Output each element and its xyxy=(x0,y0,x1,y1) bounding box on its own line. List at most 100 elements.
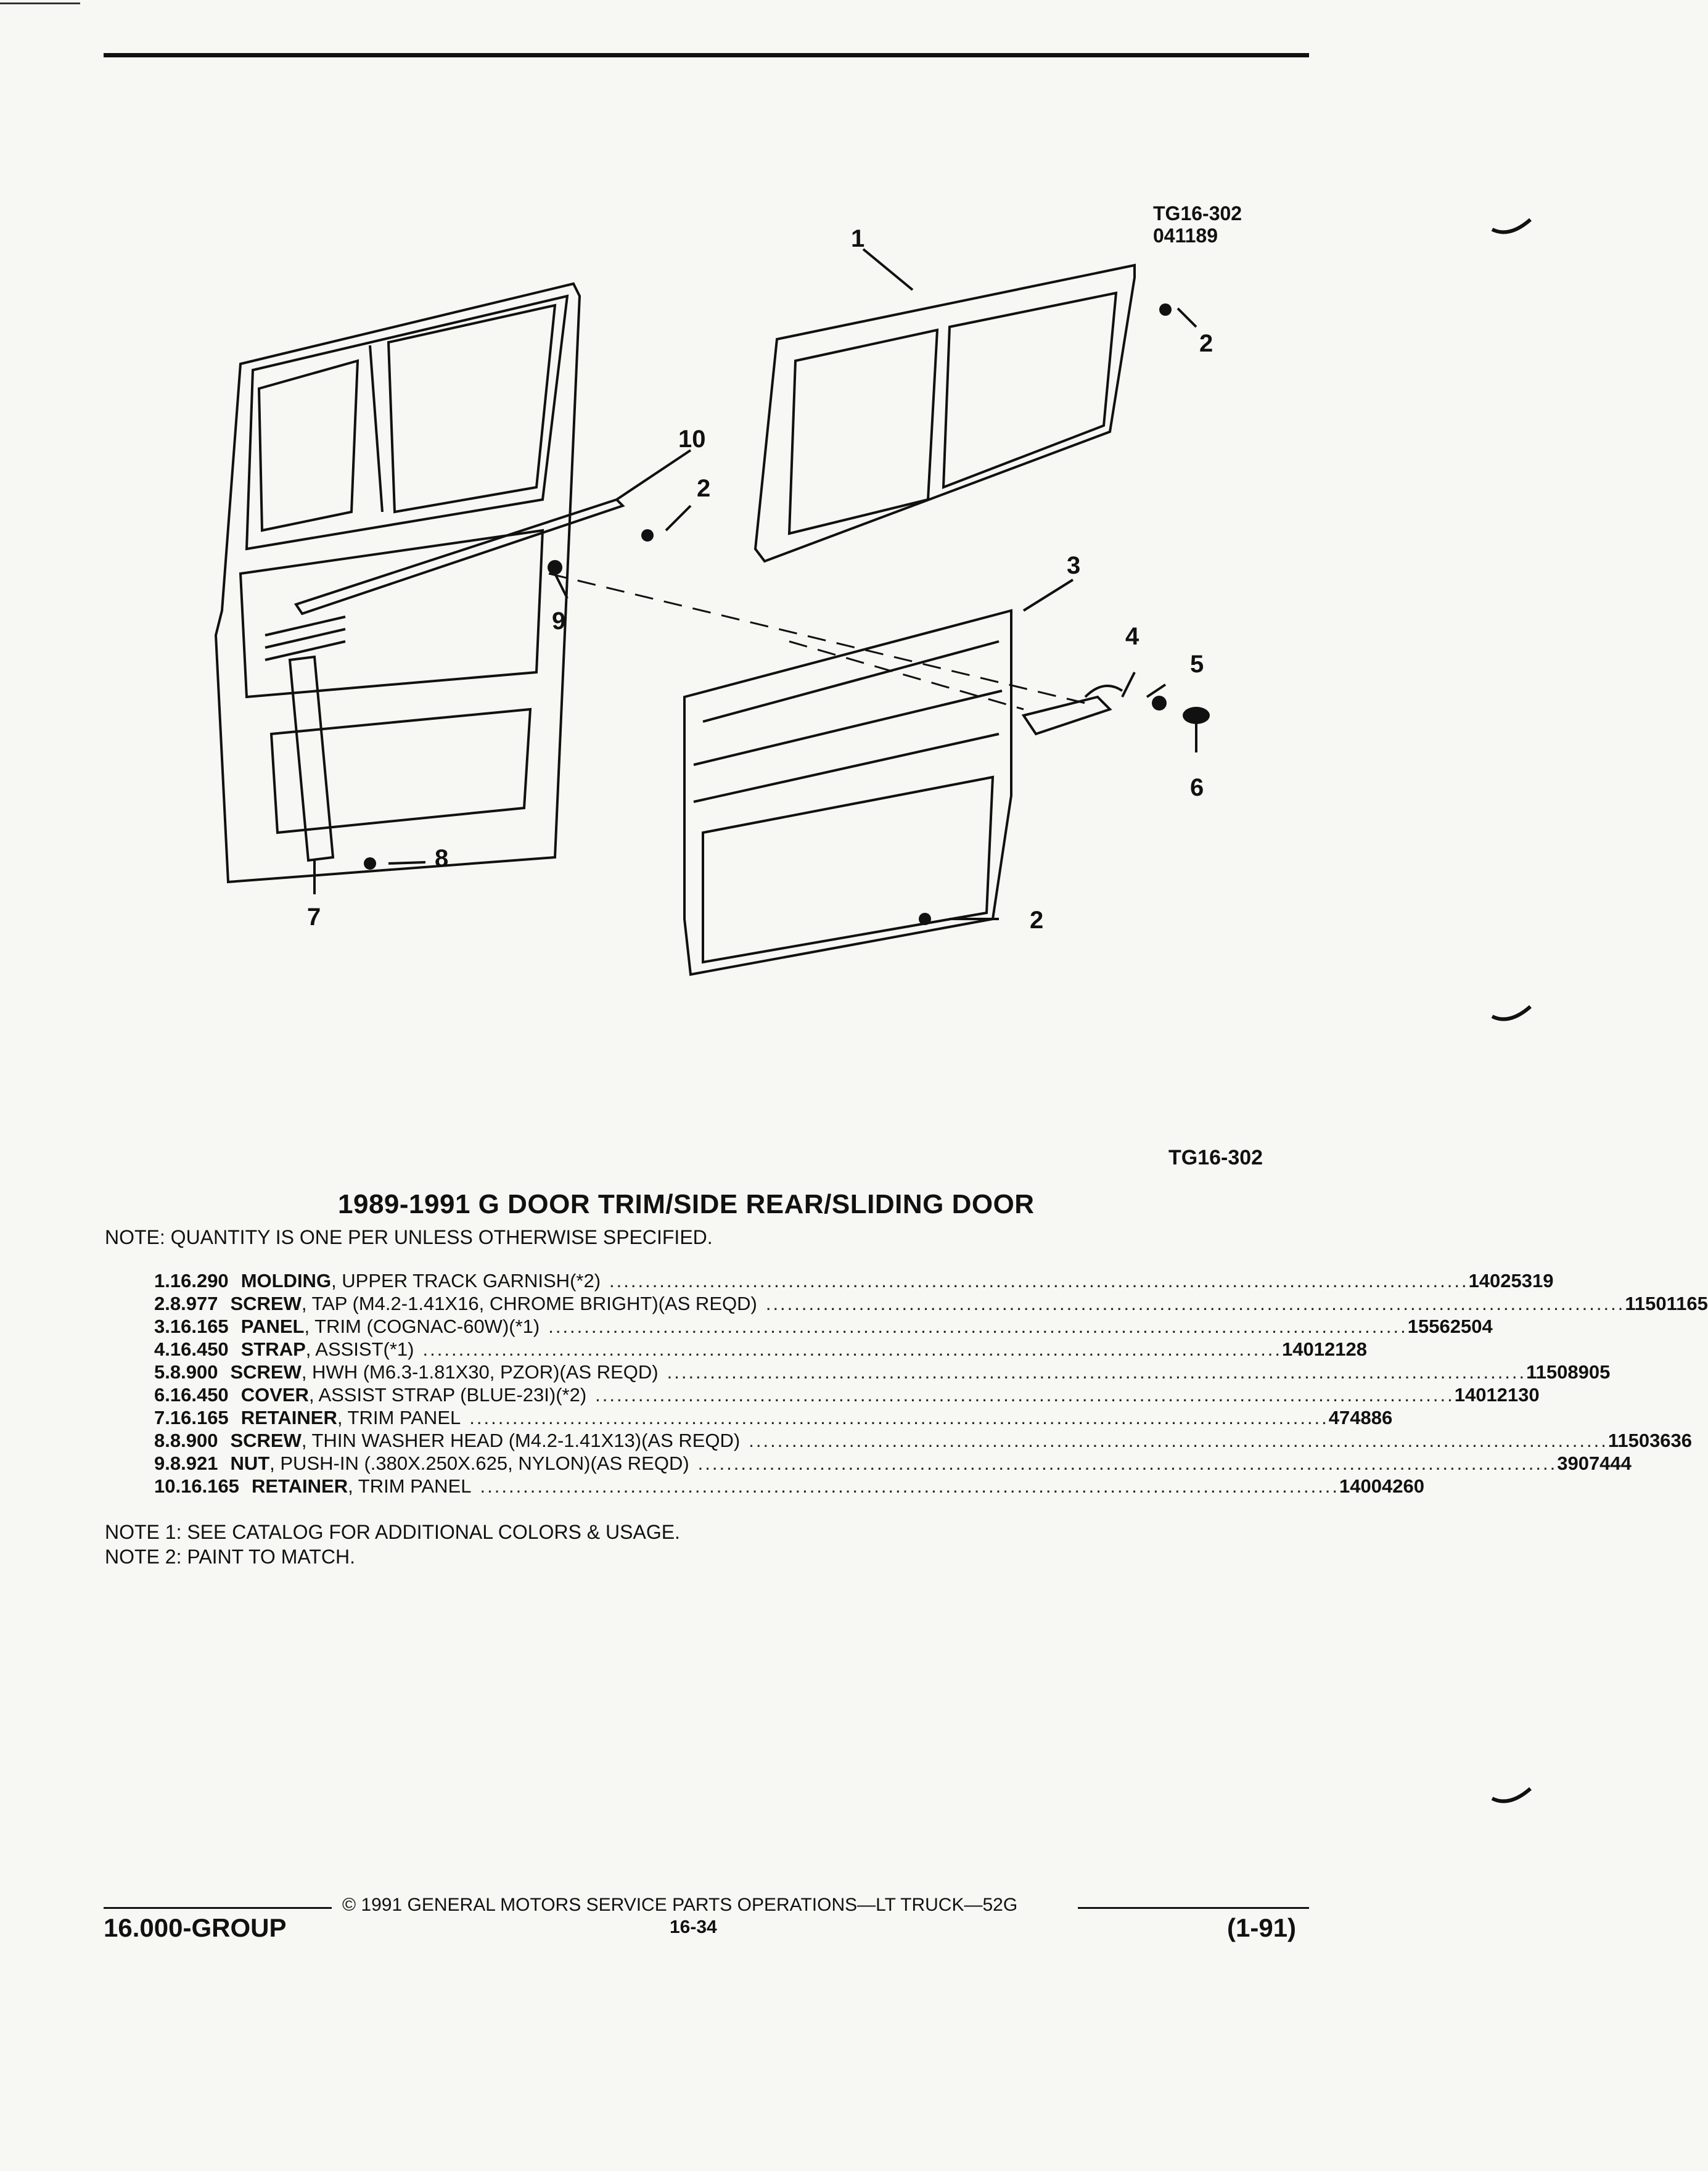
item-number: 10. xyxy=(154,1475,181,1497)
leader-dots: ........................................… xyxy=(765,1293,1625,1314)
part-number: 15562504 xyxy=(1407,1316,1493,1337)
nut-9-icon xyxy=(548,560,562,575)
footer-copyright: © 1991 GENERAL MOTORS SERVICE PARTS OPER… xyxy=(342,1895,1018,1915)
figure-code-bottom: TG16-302 xyxy=(1168,1146,1263,1169)
note-1: NOTE 1: SEE CATALOG FOR ADDITIONAL COLOR… xyxy=(105,1521,680,1543)
leader-dots: ........................................… xyxy=(667,1361,1527,1383)
part-description: NUT, PUSH-IN (.380X.250X.625, NYLON)(AS … xyxy=(230,1452,1557,1475)
page-number: 16-34 xyxy=(670,1917,717,1937)
part-number: 14025319 xyxy=(1468,1270,1554,1291)
binder-mark-icon xyxy=(1491,1787,1532,1803)
group-number: 8.900 xyxy=(170,1430,218,1451)
group-number: 8.921 xyxy=(170,1452,218,1474)
parts-list: 1.16.290 MOLDING, UPPER TRACK GARNISH(*2)… xyxy=(154,1269,1708,1497)
leader-dots: ........................................… xyxy=(422,1338,1283,1360)
item-number: 1. xyxy=(154,1270,170,1291)
group-number: 16.450 xyxy=(170,1384,229,1406)
screw-2-icon xyxy=(641,529,654,542)
item-number: 5. xyxy=(154,1361,170,1383)
callout-label: 1 xyxy=(851,225,864,252)
footer-date-code: (1-91) xyxy=(1227,1913,1297,1942)
part-description: RETAINER, TRIM PANEL....................… xyxy=(241,1406,1329,1429)
group-number: 16.450 xyxy=(170,1338,229,1360)
part-number: 11503636 xyxy=(1607,1430,1693,1451)
item-number: 4. xyxy=(154,1338,170,1360)
part-detail: , PUSH-IN (.380X.250X.625, NYLON)(AS REQ… xyxy=(269,1452,689,1474)
part-description: PANEL, TRIM (COGNAC-60W)(*1)............… xyxy=(241,1315,1408,1338)
group-number: 16.165 xyxy=(181,1475,239,1497)
part-name: RETAINER xyxy=(251,1475,348,1497)
binder-mark-icon xyxy=(1491,1005,1532,1021)
screw-2-icon xyxy=(919,913,931,925)
callout-label: 6 xyxy=(1190,774,1204,801)
leader-dots: ........................................… xyxy=(480,1475,1340,1497)
part-description: SCREW, THIN WASHER HEAD (M4.2-1.41X13)(A… xyxy=(230,1429,1607,1452)
part-detail: , UPPER TRACK GARNISH(*2) xyxy=(331,1270,601,1291)
part-detail: , HWH (M6.3-1.81X30, PZOR)(AS REQD) xyxy=(301,1361,659,1383)
table-row: 1.16.290 MOLDING, UPPER TRACK GARNISH(*2)… xyxy=(154,1269,1554,1292)
quantity-note: NOTE: QUANTITY IS ONE PER UNLESS OTHERWI… xyxy=(105,1226,713,1248)
part-name: SCREW xyxy=(230,1293,302,1314)
figure-date: 041189 xyxy=(1153,225,1218,247)
group-number: 16.290 xyxy=(170,1270,229,1291)
part-name: SCREW xyxy=(230,1430,302,1451)
part-detail: , TRIM (COGNAC-60W)(*1) xyxy=(304,1316,540,1337)
callout-label: 10 xyxy=(678,426,706,453)
callout-label: 2 xyxy=(697,475,710,502)
callout-label: 9 xyxy=(552,608,565,635)
item-number: 2. xyxy=(154,1293,170,1314)
leader-dots: ........................................… xyxy=(749,1430,1608,1451)
part-name: PANEL xyxy=(240,1316,305,1337)
footer-rule xyxy=(1078,1907,1309,1909)
figure-reference: TG16-302 041189 xyxy=(1153,202,1242,247)
retainer-7 xyxy=(288,655,335,862)
footer-rule xyxy=(104,1907,332,1909)
callout-label: 8 xyxy=(435,845,448,872)
part-number: 14012128 xyxy=(1282,1338,1367,1360)
part-name: COVER xyxy=(240,1384,309,1406)
part-number: 14004260 xyxy=(1339,1475,1424,1497)
exploded-parts-diagram: 1 2 10 2 3 9 4 5 6 8 7 2 xyxy=(173,225,1246,999)
part-number: 14012130 xyxy=(1454,1384,1540,1406)
callout-label: 7 xyxy=(307,904,321,931)
leader-dots: ........................................… xyxy=(697,1452,1558,1474)
part-name: RETAINER xyxy=(240,1407,337,1428)
callout-label: 2 xyxy=(1030,907,1043,934)
item-number: 9. xyxy=(154,1452,170,1474)
part-description: SCREW, TAP (M4.2-1.41X16, CHROME BRIGHT)… xyxy=(230,1292,1625,1315)
part-detail: , THIN WASHER HEAD (M4.2-1.41X13)(AS REQ… xyxy=(301,1430,741,1451)
part-detail: , TAP (M4.2-1.41X16, CHROME BRIGHT)(AS R… xyxy=(301,1293,757,1314)
callout-label: 5 xyxy=(1190,651,1204,678)
table-row: 7.16.165 RETAINER, TRIM PANEL............… xyxy=(154,1406,1392,1429)
group-number: 8.977 xyxy=(170,1293,218,1314)
assist-strap-4 xyxy=(1021,695,1112,736)
item-number: 8. xyxy=(154,1430,170,1451)
callout-label: 4 xyxy=(1125,623,1139,650)
part-name: MOLDING xyxy=(240,1270,332,1291)
part-number: 11508905 xyxy=(1526,1361,1611,1383)
part-detail: , TRIM PANEL xyxy=(337,1407,461,1428)
table-row: 9.8.921 NUT, PUSH-IN (.380X.250X.625, NYL… xyxy=(154,1452,1632,1475)
screw-2-icon xyxy=(1159,303,1172,316)
strap-cover-6-icon xyxy=(1183,707,1210,724)
table-row: 8.8.900 SCREW, THIN WASHER HEAD (M4.2-1.4… xyxy=(154,1429,1692,1452)
part-number: 11501165 xyxy=(1625,1293,1708,1314)
notes-section: NOTE 1: SEE CATALOG FOR ADDITIONAL COLOR… xyxy=(105,1520,680,1569)
part-number: 3907444 xyxy=(1557,1452,1632,1474)
door-lower-opening xyxy=(269,707,532,834)
door-frame-outline xyxy=(214,282,581,884)
table-row: 2.8.977 SCREW, TAP (M4.2-1.41X16, CHROME … xyxy=(154,1292,1708,1315)
leader-dots: ........................................… xyxy=(469,1407,1329,1428)
item-number: 7. xyxy=(154,1407,170,1428)
screw-8-icon xyxy=(364,857,376,870)
callout-label: 2 xyxy=(1199,330,1213,357)
part-name: SCREW xyxy=(230,1361,302,1383)
part-description: COVER, ASSIST STRAP (BLUE-23I)(*2)......… xyxy=(241,1383,1455,1406)
group-number: 16.165 xyxy=(170,1407,229,1428)
part-name: NUT xyxy=(230,1452,270,1474)
part-description: SCREW, HWH (M6.3-1.81X30, PZOR)(AS REQD)… xyxy=(230,1361,1526,1383)
leader-dots: ........................................… xyxy=(595,1384,1455,1406)
